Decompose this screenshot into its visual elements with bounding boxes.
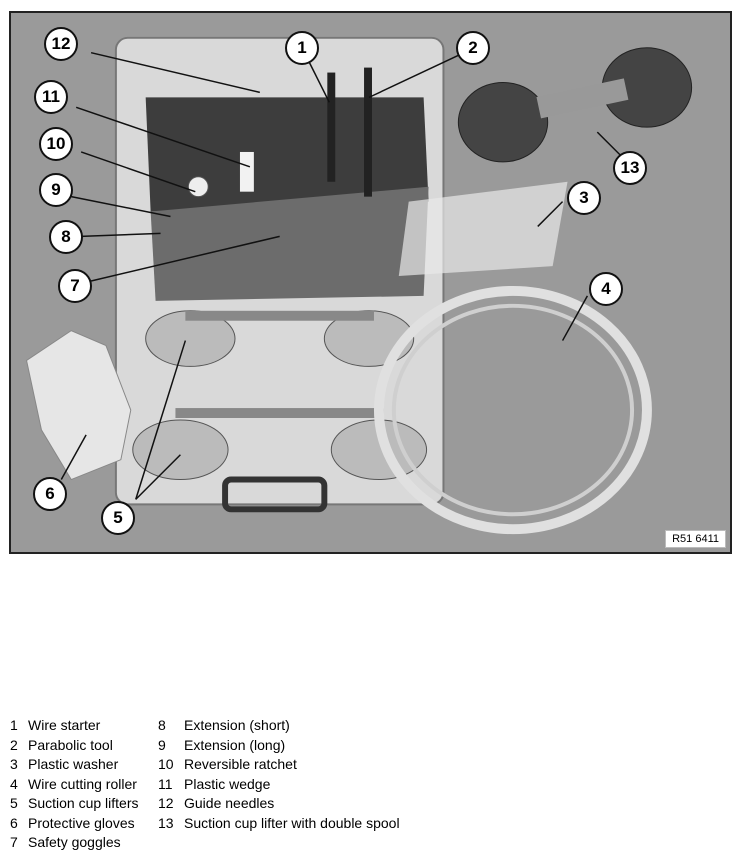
callout-13: 13 [613, 151, 647, 185]
legend-num: 4 [10, 775, 18, 792]
legend-item: 13 Suction cup lifter with double spool [158, 815, 400, 835]
tool-pouch [145, 97, 429, 212]
legend-text: Suction cup lifter with double spool [184, 814, 400, 831]
suction-cup-bottom-left [132, 419, 229, 481]
legend-text: Reversible ratchet [184, 756, 297, 772]
ratchet [187, 176, 209, 198]
plastic-washer-sheet [398, 181, 568, 277]
callout-12: 12 [44, 27, 78, 61]
tool-kit-photo: 1 2 3 4 5 6 7 8 9 10 11 12 13 R51 6411 [9, 11, 732, 554]
legend-item: 5 Suction cup lifters [10, 795, 139, 815]
figure-id-label: R51 6411 [665, 530, 726, 548]
pouch-flap [150, 186, 429, 301]
callout-3: 3 [567, 181, 601, 215]
legend-num: 10 [158, 756, 174, 772]
legend-text: Plastic washer [28, 756, 119, 772]
wire-coil [373, 285, 652, 535]
legend-column-1: 1 Wire starter 2 Parabolic tool 3 Plastic w… [10, 717, 139, 854]
callout-10: 10 [39, 127, 73, 161]
legend-num: 8 [158, 717, 166, 733]
callout-2: 2 [456, 31, 490, 65]
double-spool-bar [536, 78, 629, 119]
lifter-bar-bottom [175, 408, 384, 418]
wire-starter-tool [327, 72, 336, 182]
legend-item: 8 Extension (short) [158, 717, 400, 737]
legend-text: Extension (long) [184, 736, 286, 753]
legend-text: Suction cup lifters [28, 795, 139, 811]
legend-num: 6 [10, 814, 18, 831]
legend-num: 1 [10, 717, 18, 733]
legend-num: 2 [10, 736, 18, 753]
legend-item: 3 Plastic washer [10, 756, 139, 776]
legend-num: 9 [158, 736, 166, 753]
legend-item: 1 Wire starter [10, 717, 139, 737]
legend-num: 5 [10, 795, 18, 811]
callout-8: 8 [49, 220, 83, 254]
legend-item: 12 Guide needles [158, 795, 400, 815]
legend-num: 12 [158, 795, 174, 811]
legend-num: 7 [10, 834, 18, 850]
callout-1: 1 [285, 31, 319, 65]
callout-4: 4 [589, 272, 623, 306]
double-spool-cup-left [457, 81, 549, 163]
legend-text: Parabolic tool [28, 736, 113, 753]
legend-text: Extension (short) [184, 717, 290, 733]
legend-num: 11 [158, 775, 173, 792]
legend-text: Wire starter [28, 717, 101, 733]
legend-item: 9 Extension (long) [158, 737, 400, 757]
tool-kit-illustration [25, 36, 693, 535]
legend-item: 10 Reversible ratchet [158, 756, 400, 776]
legend-item: 6 Protective gloves [10, 815, 139, 835]
callout-5: 5 [101, 501, 135, 535]
legend-text: Guide needles [184, 795, 275, 811]
callout-6: 6 [33, 477, 67, 511]
legend-item: 2 Parabolic tool [10, 737, 139, 757]
plastic-wedge [239, 151, 254, 192]
wire-coil-inner [391, 303, 635, 517]
legend-item: 4 Wire cutting roller [10, 776, 139, 796]
legend-text: Plastic wedge [184, 775, 271, 792]
legend-num: 3 [10, 756, 18, 772]
callout-11: 11 [34, 80, 68, 114]
callout-7: 7 [58, 269, 92, 303]
legend-text: Safety goggles [28, 834, 121, 850]
legend-item: 7 Safety goggles [10, 834, 139, 854]
parabolic-tool [364, 67, 372, 197]
gloves-shape [25, 330, 132, 481]
legend-text: Wire cutting roller [28, 775, 137, 792]
legend-item: 11 Plastic wedge [158, 776, 400, 796]
legend-num: 13 [158, 814, 174, 831]
legend-column-2: 8 Extension (short) 9 Extension (long) 10 R… [158, 717, 400, 834]
callout-9: 9 [39, 173, 73, 207]
legend-text: Protective gloves [28, 814, 135, 831]
case-handle [222, 476, 328, 513]
lifter-bar-top [185, 310, 374, 321]
